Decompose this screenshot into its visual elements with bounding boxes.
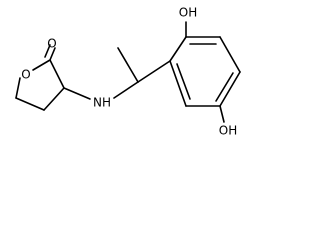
bond-carbonyl-a <box>49 47 56 61</box>
bond-r6-r1-inner <box>176 63 191 100</box>
bond-r5-oh <box>219 105 225 123</box>
ring-oxygen-label: O <box>21 68 30 82</box>
bond-c2-c3 <box>49 59 65 89</box>
hydroxyl-bottom-label: OH <box>219 124 237 138</box>
amine-label: NH <box>93 96 111 110</box>
lactone-ring <box>15 44 65 111</box>
molecule-structure: O O NH OH OH <box>15 6 241 138</box>
bond-ch-methyl <box>117 47 139 83</box>
bond-r3-r4 <box>219 36 241 73</box>
carbonyl-oxygen-label: O <box>47 37 56 51</box>
bond-ch-aryl <box>137 60 171 83</box>
bond-r1-r2 <box>169 36 187 62</box>
bond-carbonyl-b <box>44 44 51 58</box>
bond-r4-r5 <box>219 71 241 107</box>
benzene-ring <box>169 21 241 123</box>
bond-c5-o1 <box>15 77 21 99</box>
bond-c3-n <box>63 87 91 100</box>
bond-r6-r1 <box>169 60 187 107</box>
bond-o1-c2 <box>32 59 51 71</box>
linker <box>63 47 171 100</box>
bond-r4-r5-inner <box>215 72 234 102</box>
bond-c4-c5 <box>15 97 45 111</box>
hydroxyl-top-label: OH <box>179 6 197 20</box>
bond-c3-c4 <box>43 87 65 111</box>
bond-n-ch <box>113 81 139 99</box>
